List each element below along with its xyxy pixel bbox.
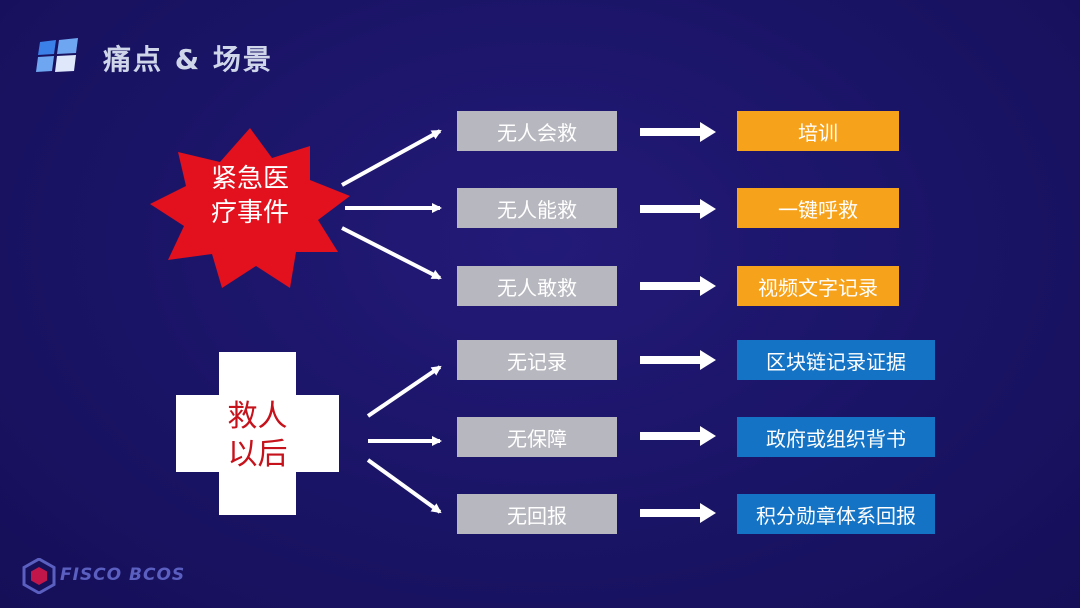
page-title: 痛点 & 场景: [103, 43, 273, 76]
solution-box-2: 一键呼救: [737, 188, 899, 228]
solution-box-1: 培训: [737, 111, 899, 151]
problem-box-4: 无记录: [457, 340, 617, 380]
solution-box-5: 政府或组织背书: [737, 417, 935, 457]
group-2-label: 救人 以后: [176, 398, 339, 474]
solution-box-6: 积分勋章体系回报: [737, 494, 935, 534]
problem-box-6: 无回报: [457, 494, 617, 534]
emergency-star-shape: [150, 128, 350, 288]
spoke-arrow-6: [366, 458, 442, 514]
problem-box-3: 无人敢救: [457, 266, 617, 306]
brand-name: FISCO BCOS: [60, 565, 186, 585]
group-2-label-line2: 以后: [227, 437, 288, 472]
cube-hexagon-icon: [22, 558, 56, 594]
medical-cross-shape: [176, 352, 339, 515]
flow-arrow-2: [640, 199, 716, 219]
flow-arrow-1: [640, 122, 716, 142]
flow-arrow-5: [640, 426, 716, 446]
flow-arrow-6: [640, 503, 716, 523]
problem-box-2: 无人能救: [457, 188, 617, 228]
group-2-label-line1: 救人: [227, 399, 288, 434]
spoke-arrow-1: [341, 129, 442, 187]
spoke-arrow-3: [341, 226, 442, 280]
flow-arrow-3: [640, 276, 716, 296]
group-1-label-line2: 疗事件: [210, 198, 289, 228]
problem-box-1: 无人会救: [457, 111, 617, 151]
problem-box-5: 无保障: [457, 417, 617, 457]
solution-box-3: 视频文字记录: [737, 266, 899, 306]
group-1-label: 紧急医 疗事件: [150, 162, 350, 230]
solution-box-4: 区块链记录证据: [737, 340, 935, 380]
flow-arrow-4: [640, 350, 716, 370]
group-1-label-line1: 紧急医: [210, 164, 289, 194]
spoke-arrow-4: [366, 365, 442, 418]
windows-squares-icon: [36, 38, 78, 72]
